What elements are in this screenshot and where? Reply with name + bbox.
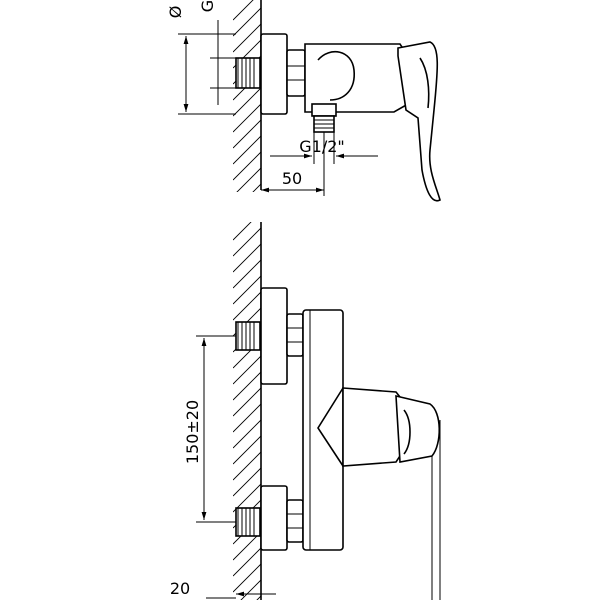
label-bottom: 20 xyxy=(170,579,190,598)
lever-handle-top xyxy=(397,41,441,202)
dim-depth xyxy=(261,132,325,196)
lever-contour-front xyxy=(403,409,411,455)
dim-center-distance xyxy=(196,335,236,523)
cartridge-housing xyxy=(342,387,405,467)
dim-diameter-top xyxy=(178,20,236,115)
lever-contour xyxy=(419,57,430,109)
dim-thread xyxy=(270,132,378,164)
outlet-neck xyxy=(311,103,337,117)
flange-top xyxy=(260,33,288,115)
label-diameter: Ø xyxy=(166,6,185,19)
label-g-partial: G xyxy=(198,0,217,12)
mixer-body-top xyxy=(304,43,409,113)
nut-top xyxy=(286,49,306,97)
dim-bottom xyxy=(206,591,276,599)
lever-handle-front xyxy=(395,394,441,463)
inlet-lower xyxy=(235,485,304,551)
wall-section-front xyxy=(233,222,261,600)
wall-section-top xyxy=(233,0,261,192)
body-transition xyxy=(317,387,344,467)
inlet-upper xyxy=(235,287,304,385)
front-view: 150±20 20 xyxy=(170,222,441,600)
inlet-pipe-top xyxy=(235,57,261,89)
label-thread: G1/2" xyxy=(299,137,345,156)
label-center-distance: 150±20 xyxy=(183,400,202,464)
top-view: Ø G G1/2" 50 xyxy=(166,0,441,202)
label-depth: 50 xyxy=(282,169,302,188)
body-contour-top xyxy=(317,50,355,101)
mixer-body-front xyxy=(302,309,344,551)
